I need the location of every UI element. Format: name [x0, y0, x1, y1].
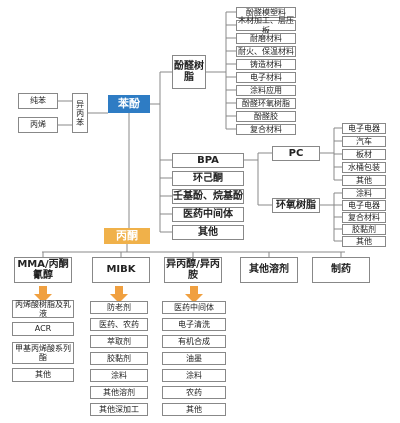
phenol-product: 壬基酚、烷基酚: [172, 189, 244, 204]
epoxy-use: 复合材料: [342, 212, 386, 223]
phenolic-resin-use: 酚醛胶: [236, 111, 296, 122]
acetone-use: 医药、农药: [90, 318, 148, 331]
epoxy-use: 胶黏剂: [342, 224, 386, 235]
phenolic-resin-use: 耐磨材料: [236, 33, 296, 44]
phenol-product: 环己酮: [172, 171, 244, 186]
acetone-use: 防老剂: [90, 301, 148, 314]
acetone-use: 其他: [12, 368, 74, 382]
pc-use: 板材: [342, 149, 386, 160]
acetone-product: 制药: [312, 257, 370, 283]
acetone-use: 油墨: [162, 352, 226, 365]
phenolic-resin-use: 复合材料: [236, 124, 296, 135]
phenol-product: BPA: [172, 153, 244, 168]
down-arrow-icon: [110, 286, 128, 303]
acetone-product: MIBK: [92, 257, 150, 283]
acetone-use: 电子清洗: [162, 318, 226, 331]
epoxy-use: 其他: [342, 236, 386, 247]
hub-acetone: 丙酮: [104, 228, 150, 244]
epoxy-resin: 环氧树脂: [272, 198, 320, 213]
phenol-product: 其他: [172, 225, 244, 240]
pc-use: 电子电器: [342, 123, 386, 134]
acetone-use: 有机合成: [162, 335, 226, 348]
phenolic-resin-use: 涂料应用: [236, 85, 296, 96]
phenolic-resin-use: 铸造材料: [236, 59, 296, 70]
acetone-use: 涂料: [162, 369, 226, 382]
input-benzene: 纯苯: [18, 93, 58, 109]
phenolic-resin-use: 酚醛环氧树脂: [236, 98, 296, 109]
pc-use: 水桶包装: [342, 162, 386, 173]
acetone-use: 其他: [162, 403, 226, 416]
acetone-product: MMA/丙酮氰醇: [14, 257, 72, 283]
phenolic-resin: 酚醛树脂: [172, 55, 206, 89]
acetone-product: 其他溶剂: [240, 257, 298, 283]
input-propylene: 丙烯: [18, 117, 58, 133]
acetone-product: 异丙醇/异丙胺: [164, 257, 222, 283]
acetone-use: 胶黏剂: [90, 352, 148, 365]
phenolic-resin-use: 木材加工、层压板: [236, 16, 296, 35]
phenol-product: 医药中间体: [172, 207, 244, 222]
pc-use: 汽车: [342, 136, 386, 147]
acetone-use: ACR: [12, 322, 74, 336]
phenolic-resin-use: 酚醛模塑料: [236, 7, 296, 18]
phenolic-resin-use: 耐火、保温材料: [236, 46, 296, 57]
acetone-use: 农药: [162, 386, 226, 399]
epoxy-use: 电子电器: [342, 200, 386, 211]
acetone-use: 其他溶剂: [90, 386, 148, 399]
acetone-use: 涂料: [90, 369, 148, 382]
acetone-use: 医药中间体: [162, 301, 226, 314]
phenolic-resin-use: 电子材料: [236, 72, 296, 83]
acetone-use: 甲基丙烯酸系列酯: [12, 342, 74, 364]
epoxy-use: 涂料: [342, 188, 386, 199]
input-cumene: 异丙苯: [72, 93, 88, 133]
pc: PC: [272, 146, 320, 161]
acetone-use: 萃取剂: [90, 335, 148, 348]
hub-phenol: 苯酚: [108, 95, 150, 113]
acetone-use: 其他深加工: [90, 403, 148, 416]
down-arrow-icon: [34, 286, 52, 303]
acetone-use: 丙烯酸树脂及乳液: [12, 300, 74, 318]
pc-use: 其他: [342, 175, 386, 186]
down-arrow-icon: [185, 286, 203, 303]
